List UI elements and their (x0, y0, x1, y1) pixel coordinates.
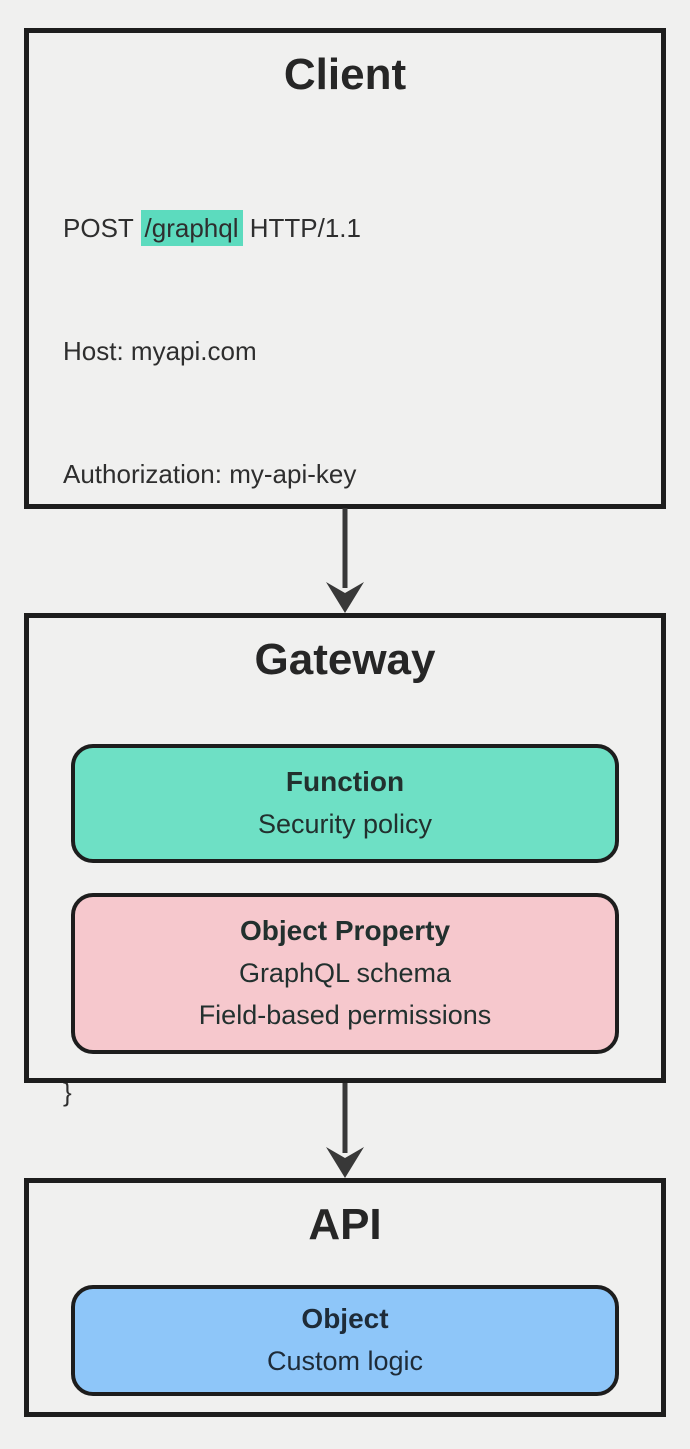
authorization-header-line: Authorization: my-api-key (63, 458, 357, 489)
object-property-card-line-2: Field-based permissions (198, 999, 492, 1030)
request-line: POST /graphql HTTP/1.1 (63, 208, 651, 249)
gateway-title: Gateway (254, 635, 436, 684)
object-property-card-line-1: GraphQL schema (238, 957, 452, 988)
client-box: Client POST /graphql HTTP/1.1 Host: myap… (24, 28, 666, 1107)
client-title: Client (283, 50, 407, 99)
api-box: API Object Custom logic (24, 1178, 666, 1417)
request-method: POST (63, 212, 141, 243)
arrowhead-down-icon (326, 582, 364, 613)
arrow-gateway-to-api (326, 1083, 364, 1178)
function-card-line: Security policy (257, 808, 433, 839)
body-close-brace: } (63, 1076, 72, 1107)
request-path-highlight: /graphql (140, 209, 243, 246)
object-property-card: Object Property GraphQL schema Field-bas… (71, 892, 619, 1054)
function-card: Function Security policy (71, 743, 619, 863)
object-property-card-title: Object Property (239, 914, 451, 946)
host-header-line: Host: myapi.com (63, 335, 257, 366)
arrowhead-down-icon (326, 1147, 364, 1178)
object-card-line: Custom logic (266, 1345, 424, 1376)
arrow-client-to-gateway (326, 508, 364, 613)
gateway-box: Gateway Function Security policy Object … (24, 613, 666, 1083)
request-protocol: HTTP/1.1 (242, 212, 361, 243)
api-title: API (308, 1200, 382, 1249)
object-card-title: Object (301, 1302, 389, 1334)
function-card-title: Function (285, 765, 405, 797)
object-card: Object Custom logic (71, 1284, 619, 1396)
